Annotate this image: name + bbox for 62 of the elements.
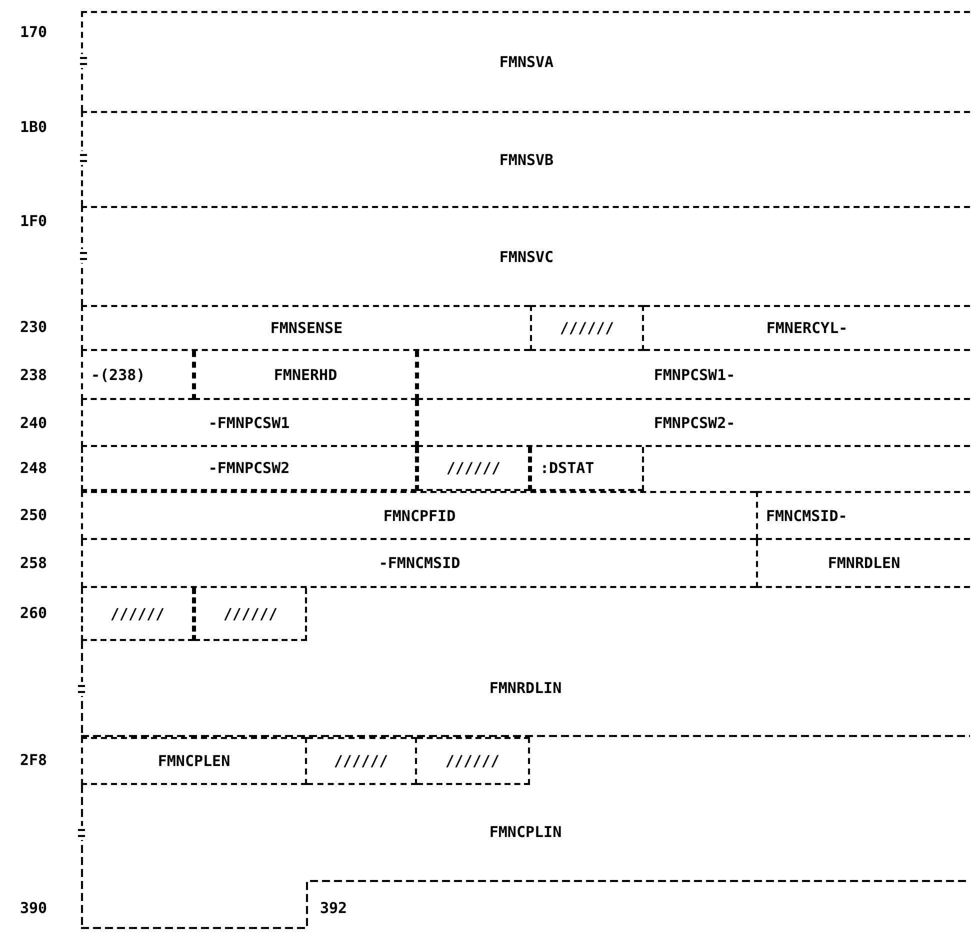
field-cell xyxy=(81,351,194,400)
field-name: FMNCMSID- xyxy=(766,506,848,524)
field-name: -(238) xyxy=(91,366,146,384)
offset-label: 230 xyxy=(20,318,48,336)
field-name: FMNSVC xyxy=(499,248,554,266)
reserved-field xyxy=(417,447,530,491)
field-name: FMNCPLEN xyxy=(158,752,230,770)
field-cell xyxy=(81,11,970,111)
field-cell xyxy=(756,491,970,540)
field-name: :DSTAT xyxy=(540,459,594,477)
hatch-marks: ////// xyxy=(560,319,614,337)
field-cell xyxy=(81,641,970,737)
field-cell xyxy=(81,491,756,540)
field-name: FMNSVA xyxy=(499,53,554,71)
hatch-marks: ////// xyxy=(445,752,500,770)
offset-label: 2F8 xyxy=(20,751,48,769)
hatch-marks: ////// xyxy=(446,459,501,477)
offset-label: 260 xyxy=(20,604,48,622)
offset-label: 250 xyxy=(20,506,48,524)
hatch-marks: ////// xyxy=(334,752,388,770)
reserved-field xyxy=(307,737,417,785)
field-name: FMNPCSW2- xyxy=(654,414,736,432)
end-offset: 392 xyxy=(320,899,348,917)
offset-label: 1F0 xyxy=(20,212,48,230)
field-name: FMNSVB xyxy=(499,150,554,168)
field-name: FMNSENSE xyxy=(270,319,343,337)
offset-label: 390 xyxy=(20,899,48,917)
field-name: FMNRDLIN xyxy=(489,679,562,697)
field-cell xyxy=(81,305,530,351)
field-name: -FMNPCSW2 xyxy=(208,459,290,477)
field-cell xyxy=(644,305,970,351)
field-name: FMNRDLEN xyxy=(828,554,900,572)
offset-label: 238 xyxy=(20,366,48,384)
field-name: -FMNCMSID xyxy=(378,554,460,572)
field-cell xyxy=(81,111,970,206)
offset-label: 240 xyxy=(20,414,48,432)
field-cell xyxy=(81,737,307,785)
reserved-field xyxy=(530,305,644,351)
field-cell xyxy=(756,540,970,588)
offset-label: 258 xyxy=(20,554,48,572)
reserved-field xyxy=(194,588,307,641)
offset-label: 1B0 xyxy=(20,118,48,136)
field-cell xyxy=(530,447,644,491)
offset-label: 248 xyxy=(20,459,48,477)
field-cell xyxy=(81,400,417,447)
field-name: FMNCPFID xyxy=(383,506,456,524)
reserved-field xyxy=(417,737,530,785)
field-cell xyxy=(417,351,970,400)
offset-label: 170 xyxy=(20,23,48,41)
field-name: FMNERHD xyxy=(274,366,338,384)
hatch-marks: ////// xyxy=(223,604,278,622)
field-name: FMNPCSW1- xyxy=(654,366,736,384)
field-name: -FMNPCSW1 xyxy=(208,414,290,432)
field-cell xyxy=(417,400,970,447)
field-cell xyxy=(81,540,756,588)
field-cell xyxy=(81,447,417,491)
field-cell xyxy=(194,351,417,400)
hatch-marks: ////// xyxy=(110,604,165,622)
field-name: FMNCPLIN xyxy=(489,823,562,841)
field-cell xyxy=(81,206,970,305)
field-name: FMNERCYL- xyxy=(766,319,848,337)
reserved-field xyxy=(81,588,194,641)
